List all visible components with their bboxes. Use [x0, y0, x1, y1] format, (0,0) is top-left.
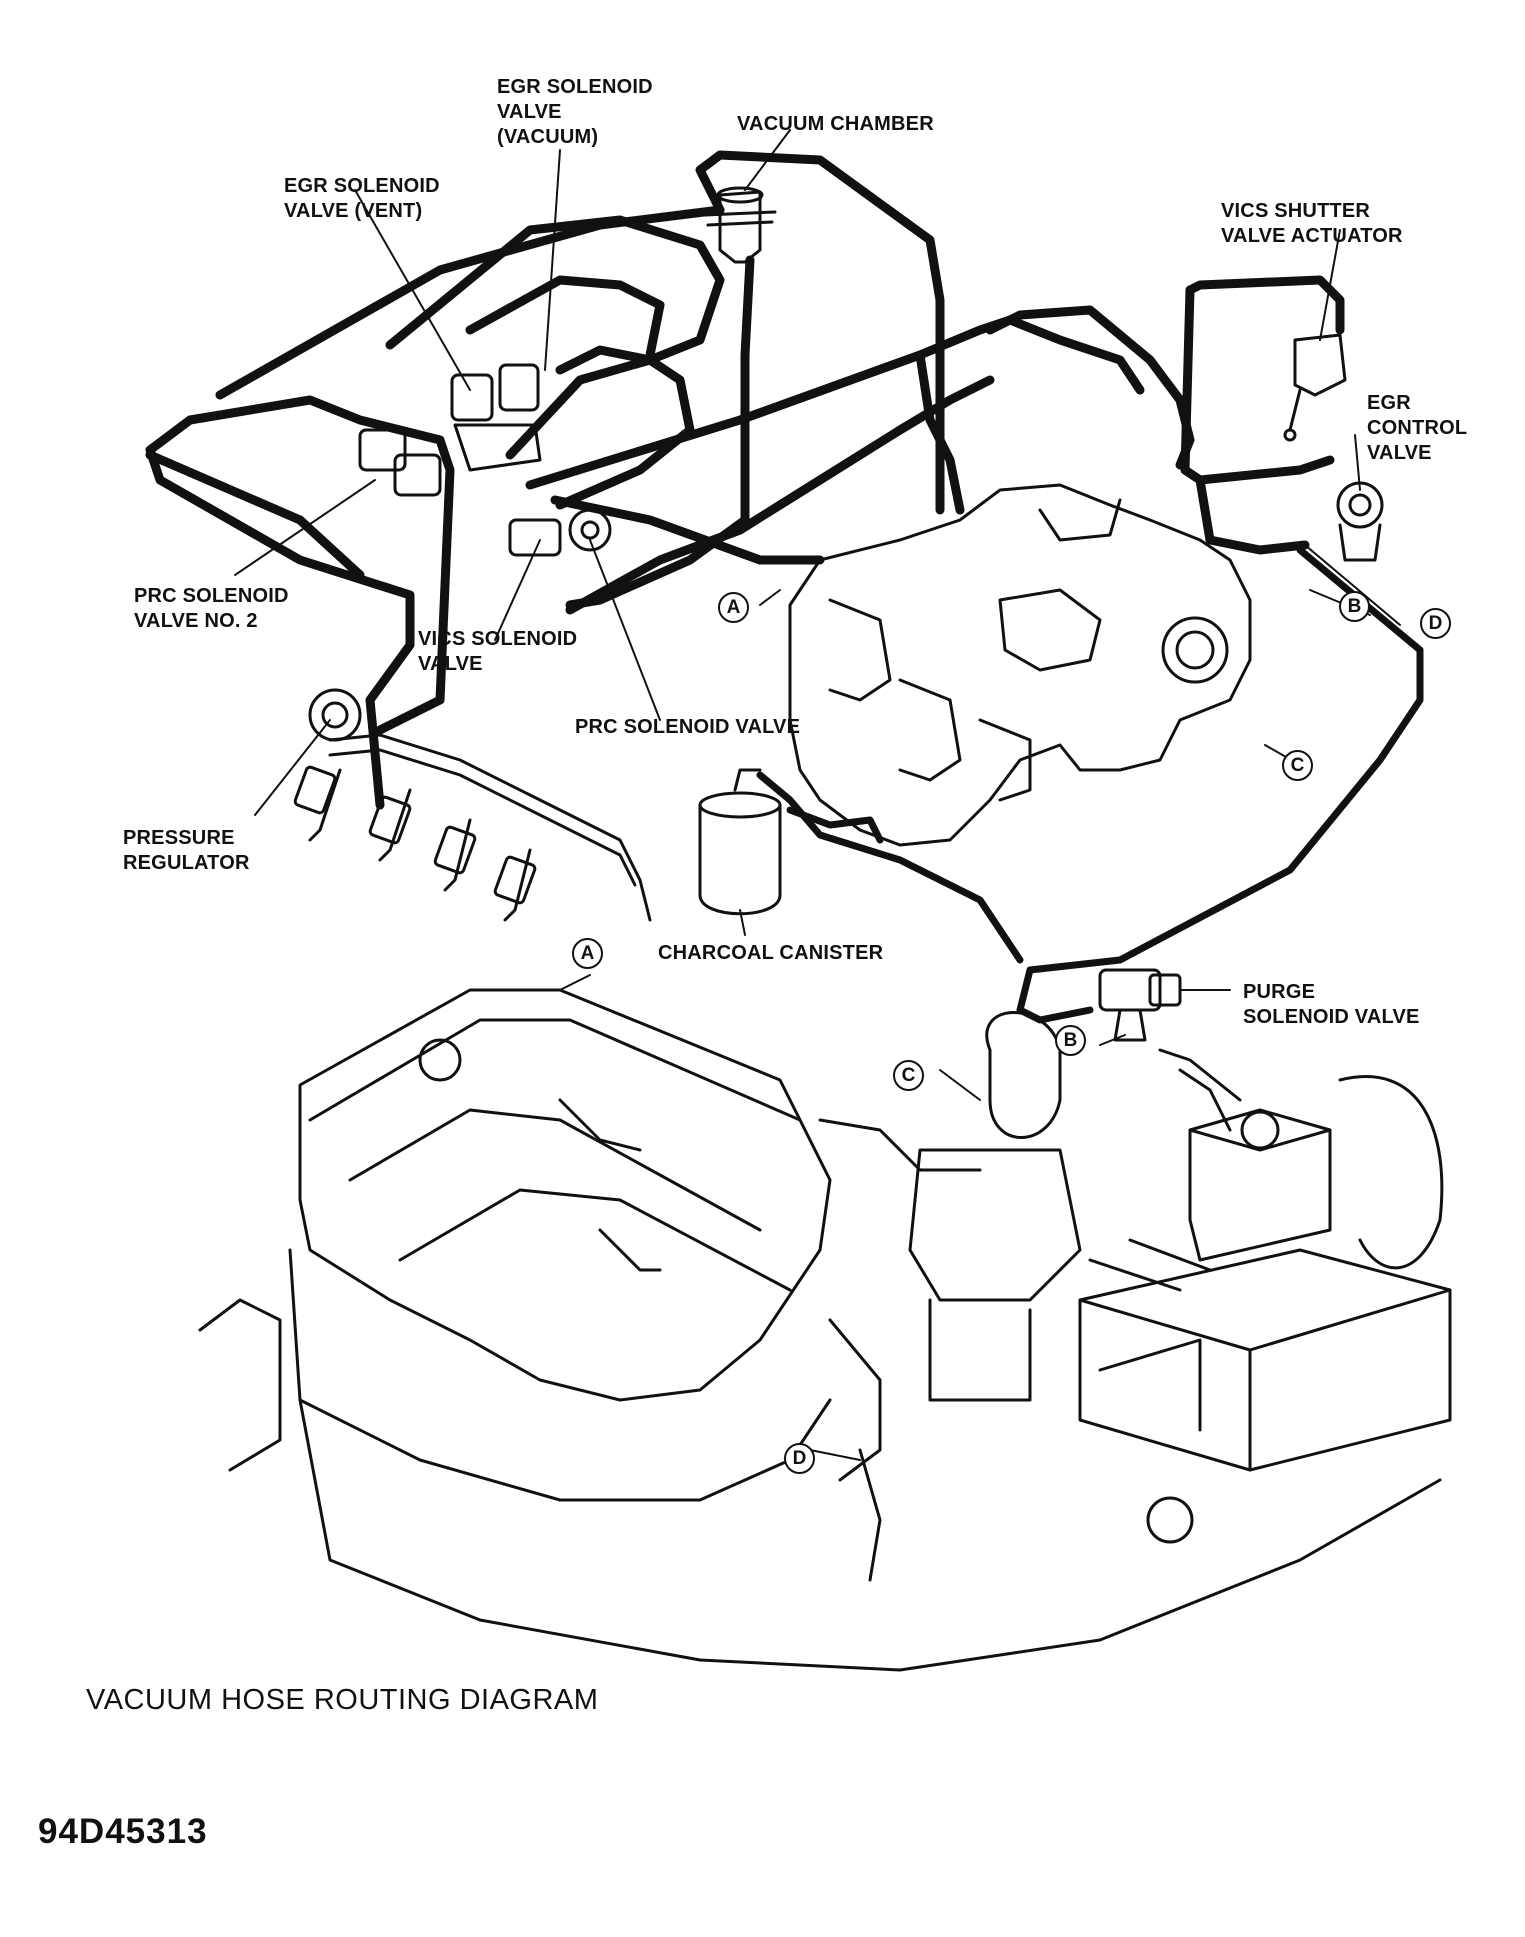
vics-prc-solenoid-shapes	[508, 508, 612, 557]
callout-d-upper: D	[1420, 608, 1451, 639]
upper-hose-network	[145, 150, 1345, 810]
callout-b-upper: B	[1339, 591, 1370, 622]
label-purge-solenoid-valve: PURGE SOLENOID VALVE	[1243, 981, 1420, 1028]
callout-d-lower: D	[784, 1443, 815, 1474]
fuel-rail-shape	[293, 688, 652, 922]
purge-solenoid-valve-shape	[1098, 968, 1182, 1042]
label-prc-solenoid-valve-no2: PRC SOLENOID VALVE NO. 2	[134, 585, 289, 632]
callout-c-lower: C	[893, 1060, 924, 1091]
label-egr-control-valve: EGR CONTROL VALVE	[1367, 392, 1468, 464]
callout-c-upper: C	[1282, 750, 1313, 781]
engine-bay-outline	[198, 988, 1452, 1672]
label-egr-solenoid-valve-vent: EGR SOLENOID VALVE (VENT)	[284, 175, 440, 222]
label-egr-solenoid-valve-vacuum: EGR SOLENOID VALVE (VACUUM)	[497, 76, 653, 148]
diagram-caption: VACUUM HOSE ROUTING DIAGRAM	[86, 1684, 599, 1716]
prc-solenoid-no2-shape	[358, 428, 442, 497]
label-prc-solenoid-valve: PRC SOLENOID VALVE	[575, 716, 801, 738]
callout-a-lower: A	[572, 938, 603, 969]
callout-a-upper: A	[718, 592, 749, 623]
egr-control-valve-shape	[1336, 481, 1384, 562]
vics-shutter-actuator-shape	[1283, 333, 1347, 442]
intake-manifold-shape	[788, 483, 1252, 847]
label-pressure-regulator: PRESSURE REGULATOR	[123, 827, 250, 874]
charcoal-canister-shape	[698, 768, 782, 916]
label-vacuum-chamber: VACUUM CHAMBER	[737, 113, 934, 135]
vacuum-chamber-shape	[703, 186, 777, 264]
egr-solenoid-shapes	[450, 363, 542, 472]
callout-b-lower: B	[1055, 1025, 1086, 1056]
figure-code: 94D45313	[38, 1812, 208, 1851]
label-vics-shutter-valve-actuator: VICS SHUTTER VALVE ACTUATOR	[1221, 200, 1403, 247]
leader-lines	[234, 129, 1401, 1461]
label-charcoal-canister: CHARCOAL CANISTER	[658, 942, 884, 964]
label-vics-solenoid-valve: VICS SOLENOID VALVE	[418, 628, 578, 675]
